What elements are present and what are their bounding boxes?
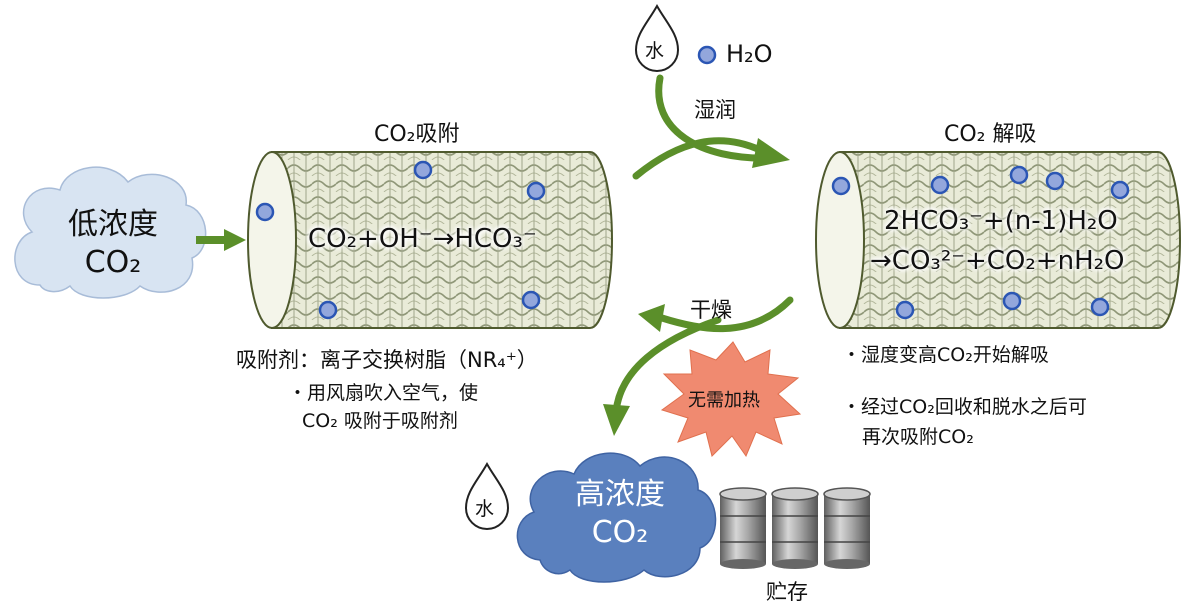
water-drop-icon xyxy=(634,3,680,72)
desorb-cylinder xyxy=(815,151,1181,329)
molecule xyxy=(831,176,851,196)
adsorbent-label: 吸附剂：离子交换树脂（NR₄⁺） xyxy=(236,348,538,372)
molecule xyxy=(895,300,915,320)
desorb-bullet-1: ・湿度变高CO₂开始解吸 xyxy=(842,344,1049,366)
humidify-label: 湿润 xyxy=(694,98,736,122)
molecule xyxy=(526,181,546,201)
adsorb-title: CO₂吸附 xyxy=(374,122,460,147)
h2o-legend-label: H₂O xyxy=(726,40,773,68)
low-cloud-line2: CO₂ xyxy=(84,245,142,280)
molecule xyxy=(521,290,541,310)
molecule xyxy=(1110,180,1130,200)
low-co2-cloud-label: 低浓度 CO₂ xyxy=(48,206,178,282)
desorb-equation-1: 2HCO₃⁻+(n-1)H₂O xyxy=(884,206,1118,236)
high-cloud-line2: CO₂ xyxy=(591,515,649,550)
high-cloud-line1: 高浓度 xyxy=(575,477,665,512)
h2o-legend-molecule xyxy=(697,45,717,65)
dry-label: 干燥 xyxy=(690,298,732,322)
desorb-equation-2: →CO₃²⁻+CO₂+nH₂O xyxy=(870,246,1125,276)
molecule xyxy=(255,202,275,222)
desorb-title: CO₂ 解吸 xyxy=(944,122,1037,147)
adsorb-note-2: CO₂ 吸附于吸附剂 xyxy=(302,410,458,432)
molecule xyxy=(318,300,338,320)
humidify-arrow xyxy=(655,74,774,162)
high-co2-cloud-label: 高浓度 CO₂ xyxy=(552,476,688,552)
low-cloud-line1: 低浓度 xyxy=(68,207,158,242)
molecule xyxy=(930,175,950,195)
storage-label: 贮存 xyxy=(766,580,808,604)
molecule xyxy=(1090,297,1110,317)
adsorb-equation: CO₂+OH⁻→HCO₃⁻ xyxy=(308,224,537,254)
desorb-bullet-2b: 再次吸附CO₂ xyxy=(862,426,974,448)
molecule xyxy=(1009,165,1029,185)
high-co2-cloud xyxy=(516,452,717,583)
no-heat-burst xyxy=(660,341,802,458)
water-drop-icon xyxy=(464,461,510,530)
molecule xyxy=(1045,171,1065,191)
storage-barrels xyxy=(719,487,871,569)
adsorb-note-1: ・用风扇吹入空气，使 xyxy=(288,382,479,404)
adsorb-cylinder xyxy=(247,151,613,329)
water-drop-text-top: 水 xyxy=(645,40,665,62)
water-drop-text-bottom: 水 xyxy=(475,498,495,520)
molecule xyxy=(413,160,433,180)
dry-arrow xyxy=(658,296,794,333)
molecule xyxy=(1002,291,1022,311)
low-co2-cloud xyxy=(14,166,207,299)
desorb-bullet-2a: ・经过CO₂回收和脱水之后可 xyxy=(842,396,1087,418)
no-heat-label: 无需加热 xyxy=(688,390,760,411)
